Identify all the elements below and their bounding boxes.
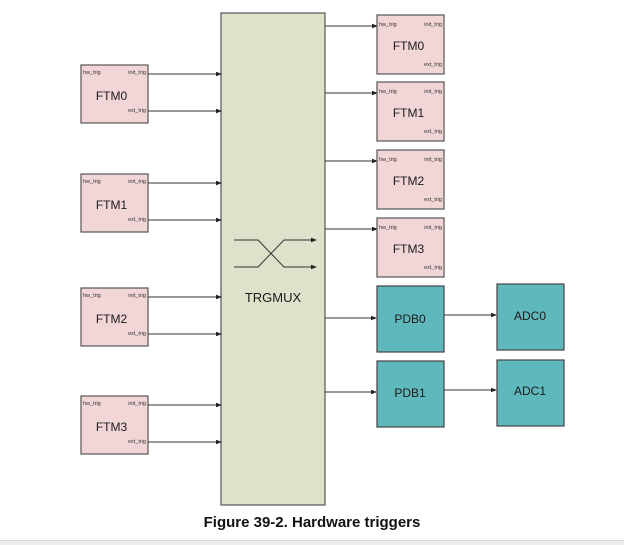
ext-trig-port: ext_trig	[128, 108, 146, 114]
hw-trig-port: hw_trig	[83, 179, 101, 185]
ext-trig-port: ext_trig	[128, 439, 146, 445]
right-ftm-block: hw_trig init_trig ext_trig FTM2	[325, 149, 445, 210]
hw-trig-port: hw_trig	[83, 293, 101, 299]
init-trig-port: init_trig	[424, 225, 442, 231]
ftm-label: FTM2	[393, 174, 425, 188]
init-trig-port: init_trig	[128, 401, 146, 407]
pdb0-block: PDB0	[325, 285, 445, 353]
pdb0-label: PDB0	[394, 312, 426, 326]
crossbar-icon	[234, 237, 317, 270]
adc0-label: ADC0	[514, 309, 546, 323]
ftm-label: FTM2	[96, 312, 128, 326]
figure-caption: Figure 39-2. Hardware triggers	[203, 514, 421, 531]
init-trig-port: init_trig	[128, 179, 146, 185]
bottom-divider	[0, 540, 624, 545]
trgmux-block: TRGMUX	[220, 12, 326, 506]
right-ftm-block: hw_trig init_trig ext_trig FTM0	[325, 14, 445, 75]
hw-trig-port: hw_trig	[83, 70, 101, 76]
ftm-label: FTM1	[393, 106, 425, 120]
pdb1-block: PDB1	[325, 360, 445, 428]
ftm-label: FTM1	[96, 198, 128, 212]
right-ftm-block: hw_trig init_trig ext_trig FTM1	[325, 81, 445, 142]
init-trig-port: init_trig	[128, 70, 146, 76]
pdb1-label: PDB1	[394, 386, 426, 400]
adc0-block: ADC0	[444, 283, 565, 351]
hw-trig-port: hw_trig	[83, 401, 101, 407]
ext-trig-port: ext_trig	[128, 217, 146, 223]
ftm-label: FTM3	[393, 242, 425, 256]
right-ftm-block: hw_trig init_trig ext_trig FTM3	[325, 217, 445, 278]
ext-trig-port: ext_trig	[424, 129, 442, 135]
init-trig-port: init_trig	[424, 22, 442, 28]
ftm-label: FTM3	[96, 420, 128, 434]
init-trig-port: init_trig	[424, 89, 442, 95]
hw-trig-port: hw_trig	[379, 157, 397, 163]
ftm-label: FTM0	[393, 39, 425, 53]
ftm-label: FTM0	[96, 89, 128, 103]
adc1-label: ADC1	[514, 384, 546, 398]
right-ftm-group: hw_trig init_trig ext_trig FTM0 hw_trig init_…	[325, 14, 445, 278]
hw-trig-port: hw_trig	[379, 225, 397, 231]
trgmux-label: TRGMUX	[245, 290, 302, 305]
hw-trig-port: hw_trig	[379, 22, 397, 28]
adc1-block: ADC1	[444, 359, 565, 427]
ext-trig-port: ext_trig	[424, 62, 442, 68]
ext-trig-port: ext_trig	[424, 265, 442, 271]
init-trig-port: init_trig	[128, 293, 146, 299]
ext-trig-port: ext_trig	[128, 331, 146, 337]
ext-trig-port: ext_trig	[424, 197, 442, 203]
hw-trig-port: hw_trig	[379, 89, 397, 95]
init-trig-port: init_trig	[424, 157, 442, 163]
